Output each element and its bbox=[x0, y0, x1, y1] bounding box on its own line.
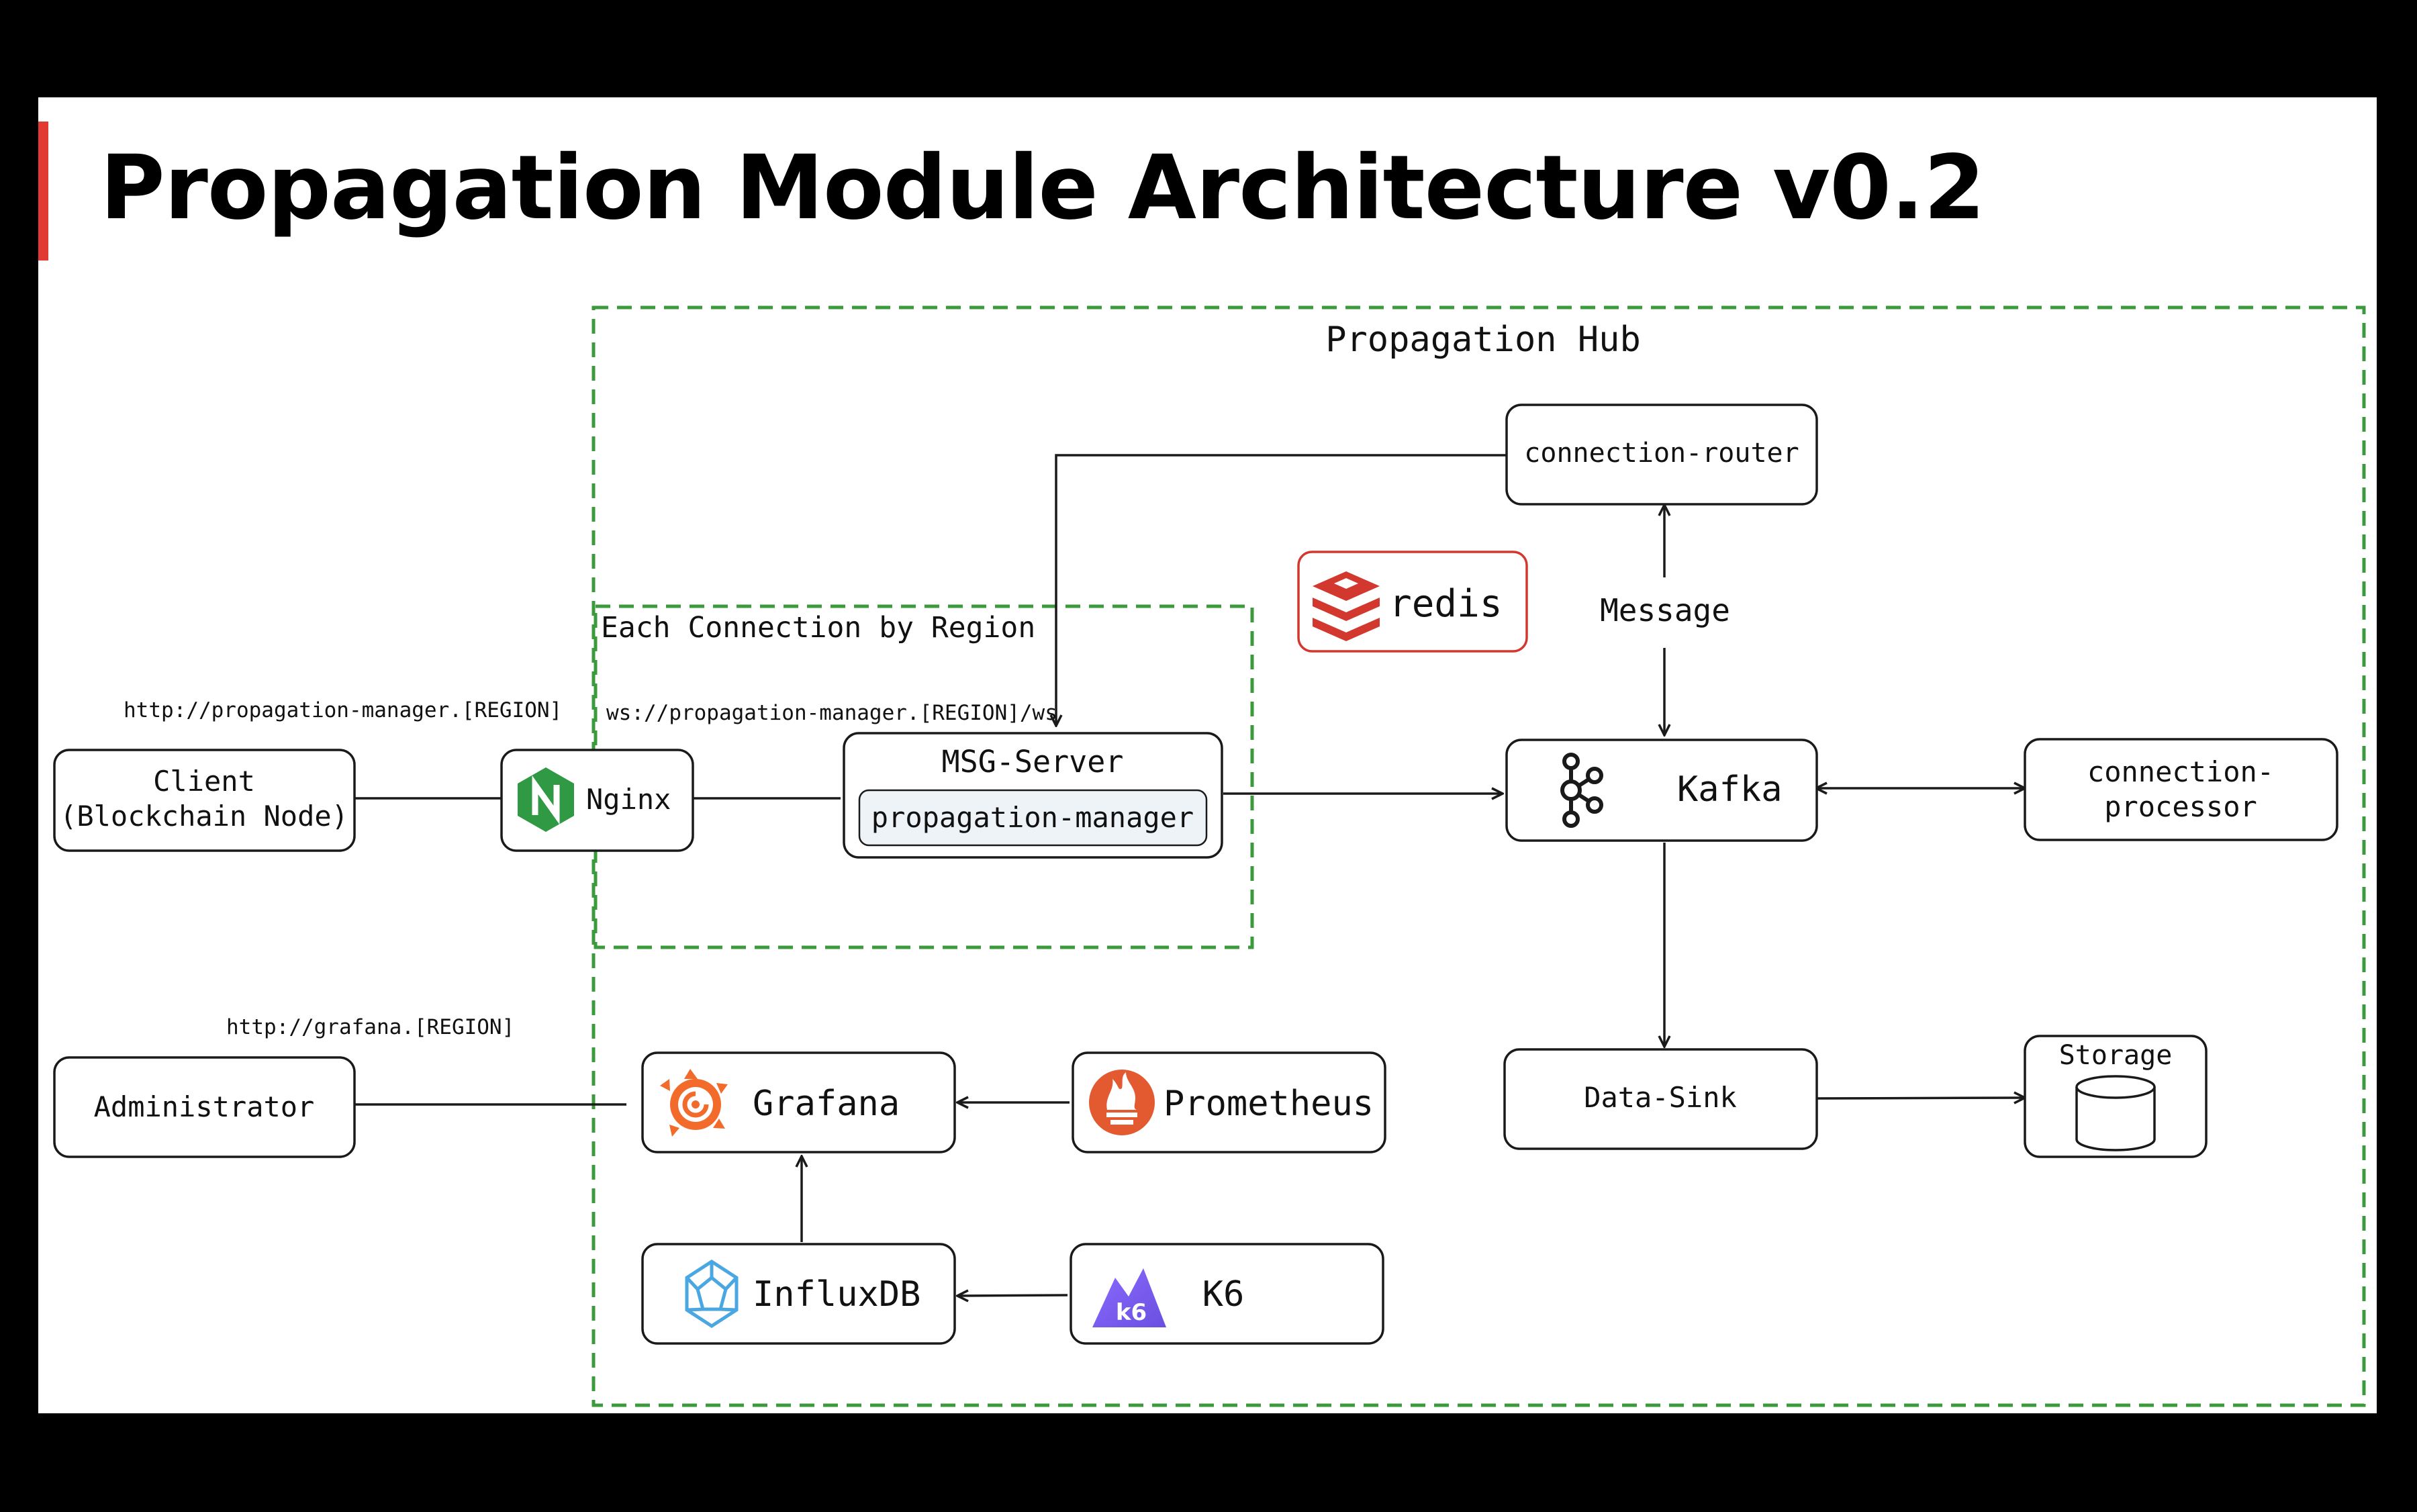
connection-processor-label: connection- bbox=[2087, 755, 2274, 788]
storage-label: Storage bbox=[2059, 1040, 2173, 1071]
nginx-label: Nginx bbox=[586, 783, 671, 816]
grafana-node[interactable]: Grafana bbox=[641, 1051, 956, 1153]
architecture-diagram: Propagation Hub Each Connection by Regio… bbox=[53, 305, 2366, 1407]
connection-processor-sublabel: processor bbox=[2104, 790, 2257, 823]
ws-url-label: ws://propagation-manager.[REGION]/ws bbox=[606, 701, 1057, 725]
client-sublabel: (Blockchain Node) bbox=[60, 800, 348, 833]
redis-icon bbox=[1313, 571, 1380, 641]
edges bbox=[355, 454, 2024, 1296]
data-sink-node[interactable]: Data-Sink bbox=[1503, 1048, 1818, 1150]
k6-icon-text: k6 bbox=[1116, 1299, 1147, 1326]
database-cylinder-icon bbox=[2075, 1075, 2156, 1151]
prometheus-icon bbox=[1089, 1070, 1155, 1135]
administrator-node[interactable]: Administrator bbox=[53, 1056, 356, 1158]
kafka-label: Kafka bbox=[1677, 769, 1783, 810]
connection-router-node[interactable]: connection-router bbox=[1505, 404, 1818, 506]
page-title: Propagation Module Architecture v0.2 bbox=[100, 136, 1985, 240]
propagation-hub-label: Propagation Hub bbox=[1325, 320, 1641, 360]
client-url-label: http://propagation-manager.[REGION] bbox=[124, 698, 562, 722]
region-group-label: Each Connection by Region bbox=[601, 611, 1035, 645]
k6-node[interactable]: k6 K6 bbox=[1070, 1243, 1384, 1345]
storage-node[interactable]: Storage bbox=[2024, 1035, 2208, 1158]
k6-label: K6 bbox=[1202, 1274, 1245, 1315]
edge-router-msgserver bbox=[1056, 454, 1507, 725]
nginx-icon bbox=[518, 767, 574, 832]
data-sink-label: Data-Sink bbox=[1584, 1081, 1737, 1114]
client-node[interactable]: Client (Blockchain Node) bbox=[53, 749, 356, 852]
edge-k6-influx bbox=[958, 1295, 1068, 1296]
nginx-node[interactable]: Nginx bbox=[500, 749, 694, 852]
grafana-label: Grafana bbox=[753, 1084, 900, 1124]
redis-label: redis bbox=[1389, 582, 1503, 626]
prometheus-node[interactable]: Prometheus bbox=[1072, 1051, 1386, 1153]
slide: Propagation Module Architecture v0.2 Pro… bbox=[38, 97, 2377, 1413]
administrator-label: Administrator bbox=[94, 1090, 315, 1123]
title-accent-bar bbox=[38, 122, 48, 261]
kafka-icon bbox=[1560, 753, 1603, 828]
client-label: Client bbox=[153, 765, 255, 798]
influxdb-node[interactable]: InfluxDB bbox=[641, 1243, 956, 1345]
influxdb-label: InfluxDB bbox=[753, 1274, 920, 1315]
admin-url-label: http://grafana.[REGION] bbox=[226, 1015, 514, 1039]
influxdb-icon bbox=[685, 1260, 739, 1328]
region-connection-group bbox=[594, 604, 1254, 949]
k6-icon: k6 bbox=[1092, 1268, 1166, 1327]
msg-server-node[interactable]: MSG-Server propagation-manager bbox=[843, 732, 1223, 859]
propagation-manager-box[interactable] bbox=[858, 789, 1208, 847]
kafka-node[interactable]: Kafka bbox=[1505, 739, 1818, 842]
propagation-manager-label: propagation-manager bbox=[871, 801, 1194, 834]
grafana-icon bbox=[660, 1069, 728, 1137]
msg-server-label: MSG-Server bbox=[942, 744, 1124, 779]
connection-processor-node[interactable]: connection- processor bbox=[2024, 738, 2338, 841]
prometheus-label: Prometheus bbox=[1164, 1084, 1374, 1124]
connection-router-label: connection-router bbox=[1524, 438, 1799, 469]
message-label: Message bbox=[1600, 592, 1730, 628]
redis-node[interactable]: redis bbox=[1297, 551, 1528, 653]
